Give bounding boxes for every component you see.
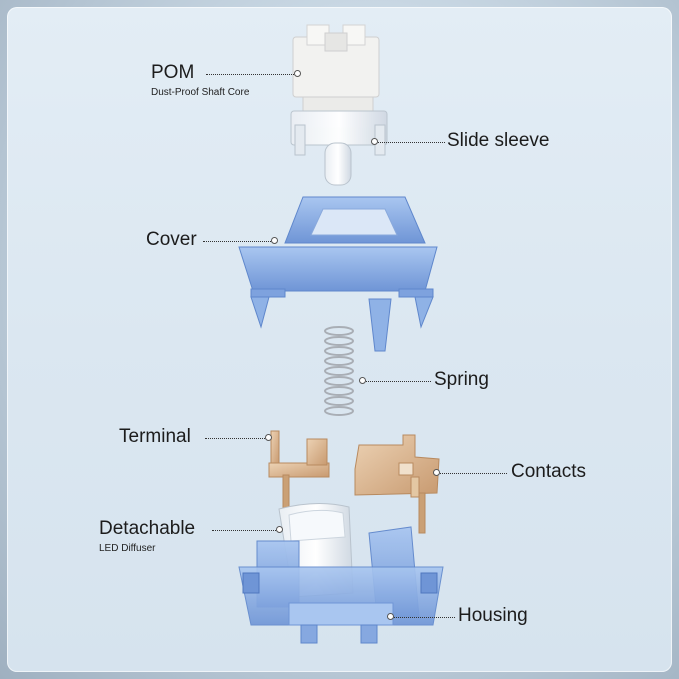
- switch-exploded-view: [238, 24, 444, 644]
- diffuser-sublabel: LED Diffuser: [99, 543, 156, 554]
- pom-label: POM: [151, 62, 195, 83]
- spring-part: [324, 326, 354, 416]
- housing-part: [238, 526, 444, 644]
- diffuser-leader-dot: [276, 526, 283, 533]
- cover-leader-line: [203, 241, 273, 242]
- housing-leader-dot: [387, 613, 394, 620]
- slide-sleeve-leader-dot: [371, 138, 378, 145]
- diffuser-label: Detachable: [99, 518, 196, 539]
- spring-leader-line: [363, 381, 431, 382]
- terminal-part: [268, 430, 330, 510]
- contacts-label: Contacts: [511, 461, 586, 482]
- spring-label: Spring: [434, 369, 489, 390]
- contacts-part: [354, 434, 440, 534]
- diagram-panel: POM Dust-Proof Shaft Core Slide sleeve C…: [7, 7, 672, 672]
- contacts-leader-dot: [433, 469, 440, 476]
- terminal-leader-line: [205, 438, 267, 439]
- contacts-leader-line: [437, 473, 507, 474]
- housing-label: Housing: [458, 605, 528, 626]
- spring-leader-dot: [359, 377, 366, 384]
- terminal-label: Terminal: [119, 426, 191, 447]
- diffuser-leader-line: [212, 530, 278, 531]
- slide-sleeve-leader-line: [375, 142, 445, 143]
- pom-leader-line: [206, 74, 296, 75]
- terminal-leader-dot: [265, 434, 272, 441]
- pom-sublabel: Dust-Proof Shaft Core: [151, 87, 250, 98]
- pom-leader-dot: [294, 70, 301, 77]
- housing-leader-line: [391, 617, 455, 618]
- cover-label: Cover: [146, 229, 197, 250]
- slide-sleeve-label: Slide sleeve: [447, 130, 550, 151]
- cover-part: [238, 196, 438, 352]
- pom-stem: [292, 24, 380, 112]
- slide-sleeve: [290, 110, 388, 186]
- cover-leader-dot: [271, 237, 278, 244]
